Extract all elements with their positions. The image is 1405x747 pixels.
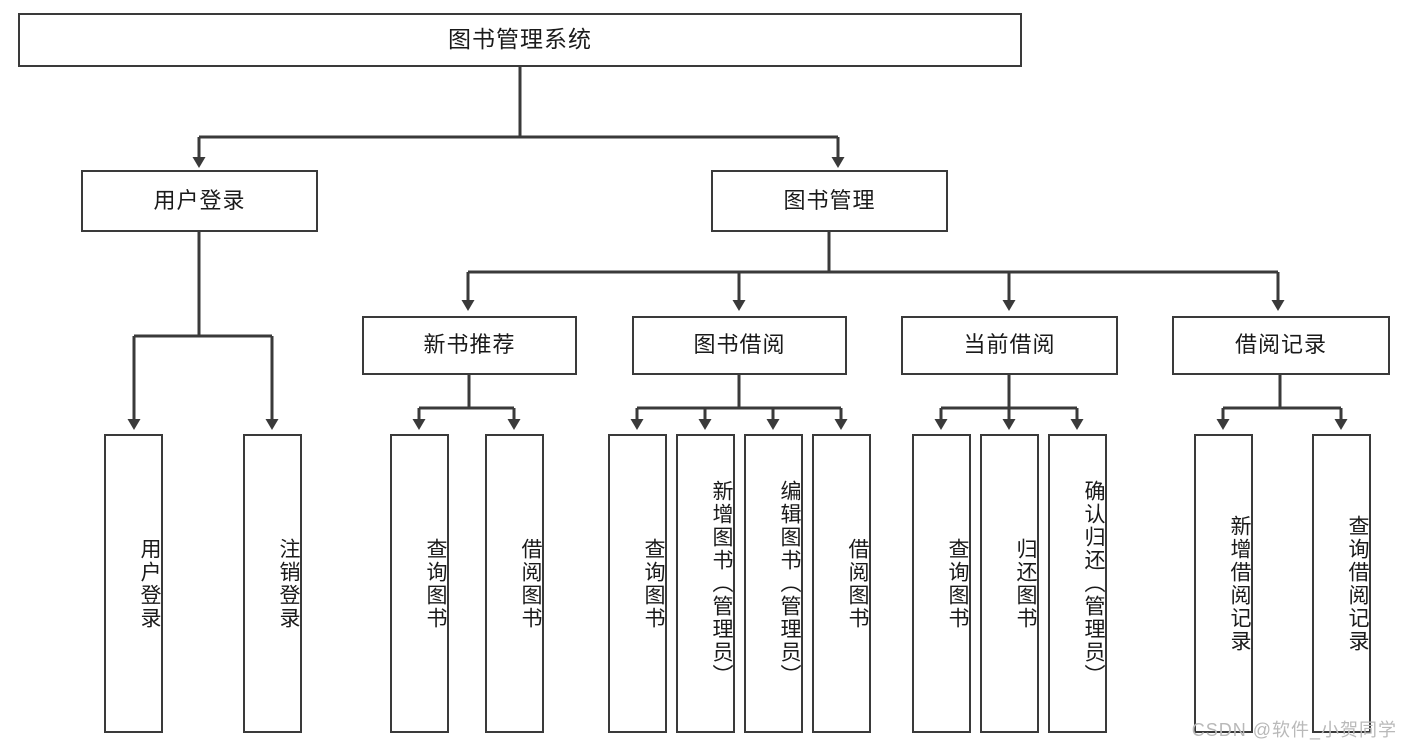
leaf-new-book-query[interactable]: 查询图书	[390, 434, 449, 733]
node-label: 图书管理	[783, 187, 876, 213]
node-label: 查询借阅记录	[1346, 514, 1369, 653]
leaf-book-borrow-borrow[interactable]: 借阅图书	[812, 434, 871, 733]
node-label: 用户登录	[138, 537, 161, 630]
node-current-borrow[interactable]: 当前借阅	[901, 316, 1118, 375]
node-label: 借阅记录	[1234, 332, 1327, 358]
watermark-text: CSDN @软件_小贺同学	[1191, 720, 1397, 740]
node-book-borrow[interactable]: 图书借阅	[632, 316, 847, 375]
node-label: 新增借阅记录	[1228, 514, 1251, 653]
leaf-current-borrow-return[interactable]: 归还图书	[980, 434, 1039, 733]
node-book-management[interactable]: 图书管理	[711, 170, 948, 232]
leaf-user-login-login[interactable]: 用户登录	[104, 434, 163, 733]
node-new-book-recommend[interactable]: 新书推荐	[362, 316, 577, 375]
node-root-book-management-system[interactable]: 图书管理系统	[18, 13, 1022, 67]
leaf-new-book-borrow[interactable]: 借阅图书	[485, 434, 544, 733]
leaf-book-borrow-edit[interactable]: 编辑图书（管理员）	[744, 434, 803, 733]
leaf-book-borrow-query[interactable]: 查询图书	[608, 434, 667, 733]
node-label: 借阅图书	[846, 537, 869, 630]
node-label: 注销登录	[277, 537, 300, 630]
node-user-login[interactable]: 用户登录	[81, 170, 318, 232]
leaf-borrow-record-add[interactable]: 新增借阅记录	[1194, 434, 1253, 733]
node-label: 查询图书	[424, 537, 447, 630]
leaf-current-borrow-query[interactable]: 查询图书	[912, 434, 971, 733]
node-label: 新书推荐	[423, 332, 516, 358]
node-label: 借阅图书	[519, 537, 542, 630]
node-label: 编辑图书（管理员）	[778, 480, 801, 687]
node-label: 当前借阅	[963, 332, 1056, 358]
node-label: 图书管理系统	[448, 26, 592, 53]
leaf-borrow-record-query[interactable]: 查询借阅记录	[1312, 434, 1371, 733]
node-label: 查询图书	[642, 537, 665, 630]
node-label: 确认归还（管理员）	[1082, 480, 1105, 687]
node-label: 归还图书	[1014, 537, 1037, 630]
leaf-book-borrow-add[interactable]: 新增图书（管理员）	[676, 434, 735, 733]
leaf-current-borrow-confirm-return[interactable]: 确认归还（管理员）	[1048, 434, 1107, 733]
leaf-user-login-logout[interactable]: 注销登录	[243, 434, 302, 733]
node-label: 查询图书	[946, 537, 969, 630]
node-label: 用户登录	[153, 187, 246, 213]
node-borrow-record[interactable]: 借阅记录	[1172, 316, 1390, 375]
node-label: 图书借阅	[693, 332, 786, 358]
node-label: 新增图书（管理员）	[710, 480, 733, 687]
